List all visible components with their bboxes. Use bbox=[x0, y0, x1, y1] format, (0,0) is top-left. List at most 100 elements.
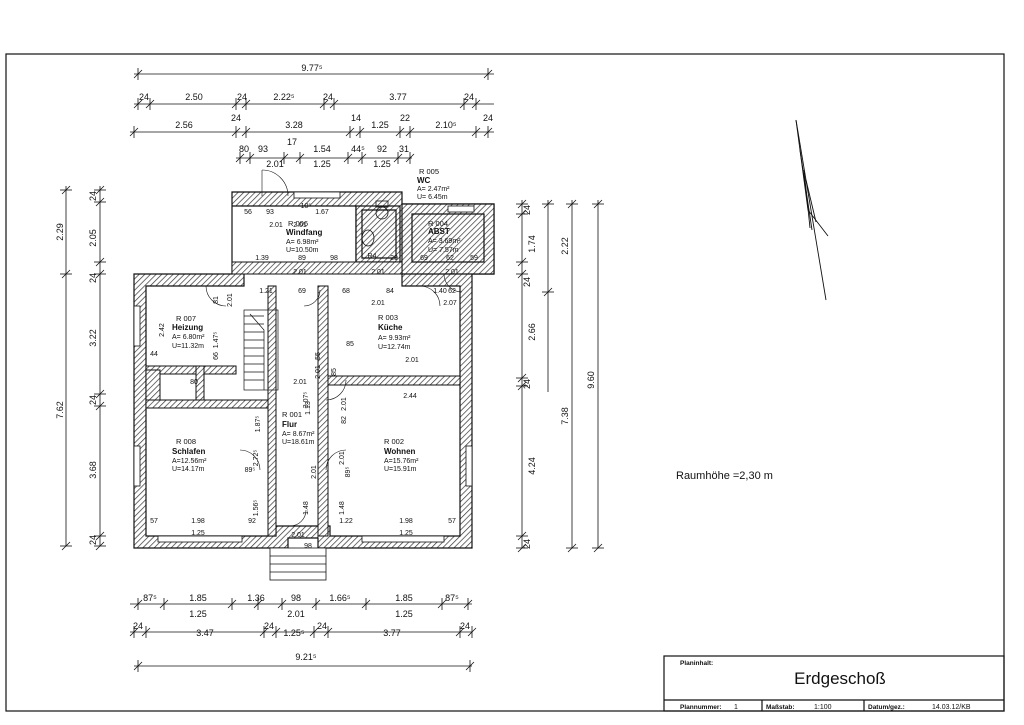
dim-label: 2.50 bbox=[185, 92, 203, 102]
room-r006: R 006 Windfang A= 6.98m² U=10.50m bbox=[286, 219, 322, 254]
room-area: A= 6.98m² bbox=[286, 239, 319, 246]
dim-label: 87⁵ bbox=[143, 593, 157, 603]
dim-label: 2.05 bbox=[88, 229, 98, 247]
interior-dim-label: 2.01 bbox=[293, 269, 307, 276]
room-name: Küche bbox=[378, 323, 403, 332]
dim-label: 3.68 bbox=[88, 461, 98, 479]
dim-label: 92 bbox=[377, 144, 387, 154]
dim-label: 1.25 bbox=[373, 159, 391, 169]
dim-top-row3: 80 93 17 1.54 44⁵ 92 31 2.01 1.25 1.25 bbox=[239, 137, 409, 169]
dim-label: 22 bbox=[400, 113, 410, 123]
interior-dim-label: 85 bbox=[331, 368, 338, 376]
room-perimeter: U=11.32m bbox=[172, 343, 204, 350]
interior-dim-label: 2.01 bbox=[341, 397, 348, 411]
interior-dim-label: 2.01 bbox=[227, 293, 234, 307]
dim-label: 1.25 bbox=[395, 609, 413, 619]
room-area: A= 3.69m² bbox=[428, 238, 461, 245]
room-area: A= 9.93m² bbox=[378, 335, 411, 342]
room-perimeter: U= 7.57m bbox=[428, 247, 459, 254]
dim-label: 1.85 bbox=[189, 593, 207, 603]
dim-label: 2.56 bbox=[175, 120, 193, 130]
datum-label: Datum/gez.: bbox=[868, 704, 905, 711]
dim-top-row1: 24 2.50 24 2.22⁵ 24 3.77 24 bbox=[139, 92, 474, 102]
dim-label: 1.54 bbox=[313, 144, 331, 154]
dim-label: 14 bbox=[351, 113, 361, 123]
interior-dim-label: 57 bbox=[448, 518, 456, 525]
room-number: R 002 bbox=[384, 437, 404, 446]
interior-dim-label: 1.67 bbox=[315, 209, 329, 216]
interior-dim-label: 2.44 bbox=[403, 393, 417, 400]
dim-top-total: 9.77⁵ bbox=[301, 63, 323, 73]
room-r003: R 003 Küche A= 9.93m² U=12.74m bbox=[378, 313, 411, 351]
side-dimension-chains bbox=[60, 185, 604, 553]
dim-label: 1.25⁵ bbox=[283, 628, 305, 638]
interior-dim-label: 44 bbox=[150, 351, 158, 358]
staircase bbox=[243, 309, 279, 391]
dim-bottom-row2: 24 3.47 24 1.25⁵ 24 3.77 24 bbox=[133, 621, 470, 638]
dim-label: 24 bbox=[88, 395, 98, 405]
dim-right: 24 1.74 24 2.66 24 4.24 24 2.22 7.38 9.6… bbox=[522, 205, 596, 549]
room-r001: R 001 Flur A= 8.67m² U=18.61m bbox=[282, 410, 315, 446]
room-r004: R 004 ABST A= 3.69m² U= 7.57m bbox=[428, 219, 461, 254]
dim-label: 24 bbox=[88, 191, 98, 201]
room-number: R 006 bbox=[288, 219, 308, 228]
dim-label: 2.22 bbox=[560, 237, 570, 255]
room-name: Windfang bbox=[286, 228, 322, 237]
dim-label: 1.36 bbox=[247, 593, 265, 603]
room-perimeter: U=14.17m bbox=[172, 466, 205, 473]
interior-dim-label: 98 bbox=[330, 255, 338, 262]
dim-label: 17 bbox=[287, 137, 297, 147]
dim-label: 1.74 bbox=[527, 235, 537, 253]
dim-label: 24 bbox=[460, 621, 470, 631]
interior-dim-label: R4 bbox=[368, 253, 377, 260]
interior-dim-label: 1.47⁵ bbox=[213, 332, 220, 349]
interior-dim-label: 2.01 bbox=[371, 300, 385, 307]
room-number: R 005 bbox=[419, 167, 439, 176]
interior-dim-label: 2.01 bbox=[405, 357, 419, 364]
room-r005: R 005 WC A= 2.47m² U= 6.45m bbox=[417, 167, 450, 201]
dim-label: 7.38 bbox=[560, 407, 570, 425]
interior-dim-label: 3.07⁵ bbox=[303, 392, 310, 409]
interior-dim-label: 1.48 bbox=[303, 501, 310, 515]
dim-label: 3.77 bbox=[389, 92, 407, 102]
dim-label: 2.01 bbox=[287, 609, 305, 619]
room-height-note: Raumhöhe =2,30 m bbox=[676, 470, 773, 482]
interior-dim-label: 89⁵ bbox=[345, 467, 352, 478]
interior-dim-label: 85 bbox=[346, 341, 354, 348]
partitions bbox=[145, 261, 461, 537]
interior-dim-label: 62 bbox=[446, 255, 454, 262]
room-r007: R 007 Heizung A= 6.80m² U=11.32m bbox=[172, 314, 205, 350]
interior-dim-label: 1.98 bbox=[191, 518, 205, 525]
room-area: A=15.76m² bbox=[384, 458, 419, 465]
interior-dim-label: 2.07 bbox=[443, 300, 457, 307]
dim-label: 31 bbox=[399, 144, 409, 154]
interior-dim-label: 2.01 bbox=[293, 222, 307, 229]
interior-dim-label: 2.01 bbox=[315, 365, 322, 379]
room-number: R 004 bbox=[428, 219, 448, 228]
interior-dim-label: 80 bbox=[190, 379, 198, 386]
dim-label: 2.01 bbox=[266, 159, 284, 169]
windows bbox=[133, 191, 475, 543]
dim-label: 24 bbox=[522, 379, 532, 389]
interior-dim-label: 62 bbox=[448, 288, 456, 295]
room-r002: R 002 Wohnen A=15.76m² U=15.91m bbox=[384, 437, 419, 473]
interior-dim-label: 29 bbox=[390, 255, 398, 262]
interior-dim-label: 2.01 bbox=[291, 532, 305, 539]
planinhalt-label: Planinhalt: bbox=[680, 660, 713, 667]
interior-dim-label: 2.01 bbox=[311, 465, 318, 479]
room-name: Flur bbox=[282, 420, 297, 429]
dim-label: 24 bbox=[464, 92, 474, 102]
interior-dim-label: 93 bbox=[266, 209, 274, 216]
room-name: Heizung bbox=[172, 323, 203, 332]
interior-dim-label: 1.40 bbox=[433, 288, 447, 295]
north-arrow-icon bbox=[795, 119, 829, 301]
dim-label: 24 bbox=[88, 273, 98, 283]
interior-dim-label: 1.13 bbox=[305, 401, 312, 415]
interior-dim-label: 1.39 bbox=[255, 255, 269, 262]
interior-dim-label: 1.21 bbox=[259, 288, 273, 295]
dim-label: 24 bbox=[522, 539, 532, 549]
dim-label: 1.25 bbox=[189, 609, 207, 619]
room-perimeter: U= 6.45m bbox=[417, 194, 448, 201]
